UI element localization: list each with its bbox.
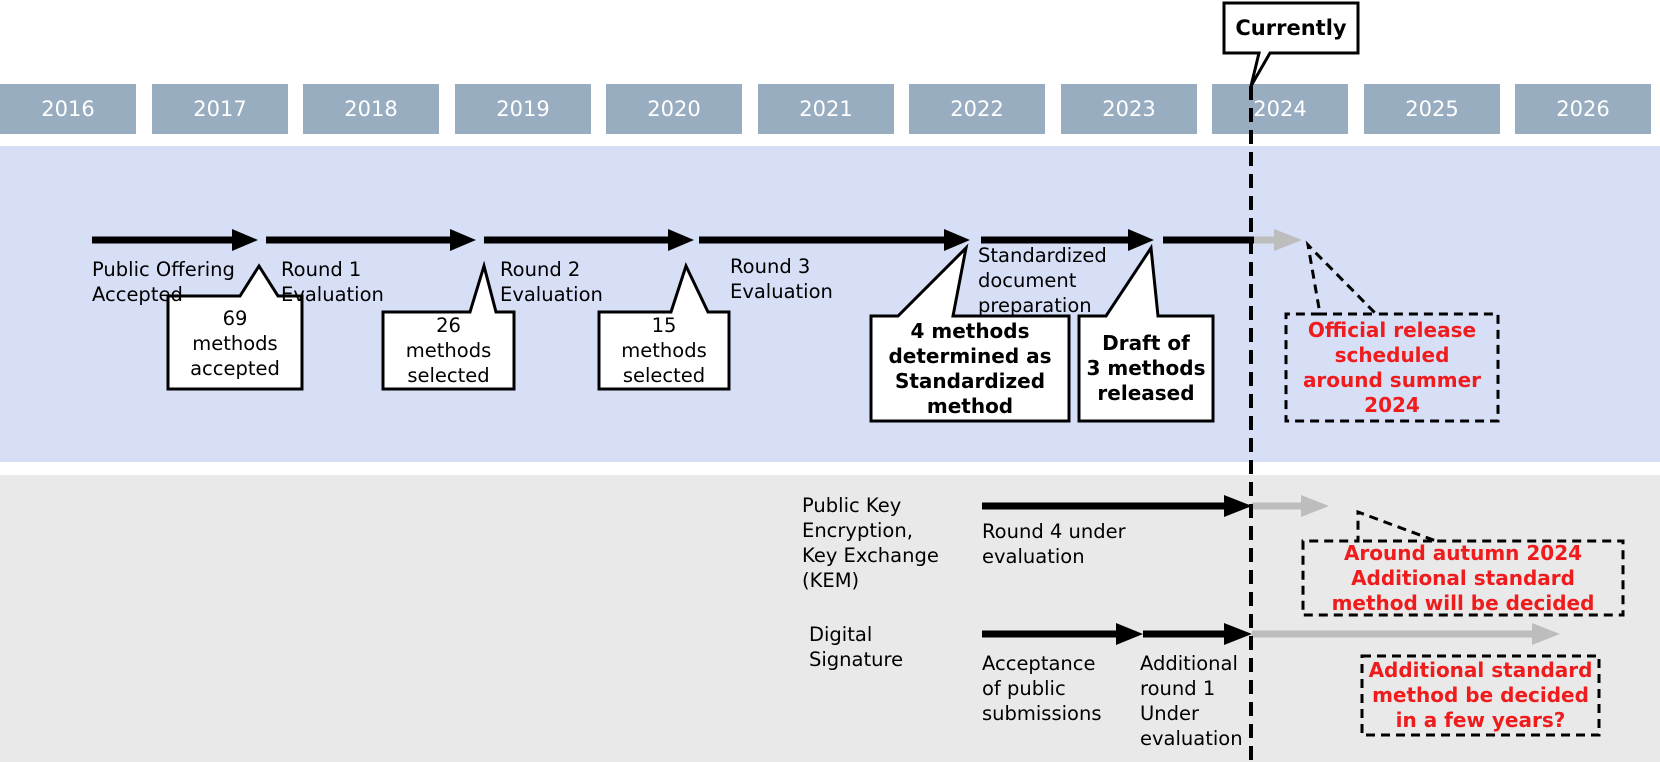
category-kem: Public Key Encryption, Key Exchange (KEM… bbox=[802, 494, 939, 592]
phase-round2: Round 2 Evaluation bbox=[500, 258, 603, 306]
year-2017: 2017 bbox=[152, 84, 288, 134]
phase-additional-round1: Additional round 1 Under evaluation bbox=[1140, 652, 1243, 750]
callout-draft-text: Draft of 3 methods released bbox=[1086, 331, 1206, 405]
callout-autumn-shape bbox=[1301, 509, 1625, 617]
callout-draft-shape bbox=[1077, 243, 1215, 423]
year-2025: 2025 bbox=[1364, 84, 1500, 134]
signature-arrows bbox=[982, 623, 1252, 645]
callout-26-shape bbox=[381, 260, 516, 391]
callout-15-shape bbox=[597, 261, 731, 391]
callout-few-years-text: Additional standard method be decided in… bbox=[1368, 658, 1593, 732]
callout-4methods-shape bbox=[869, 243, 1071, 423]
callout-4methods-text: 4 methods determined as Standardized met… bbox=[888, 318, 1052, 418]
currently-label: Currently bbox=[1235, 16, 1347, 40]
year-2021: 2021 bbox=[758, 84, 894, 134]
year-2020: 2020 bbox=[606, 84, 742, 134]
upper-phase-arrows bbox=[92, 229, 1254, 251]
phase-acceptance: Acceptance of public submissions bbox=[982, 652, 1102, 725]
kem-future-arrow bbox=[1252, 495, 1329, 517]
callout-few-years-shape bbox=[1360, 654, 1601, 737]
category-signature: Digital Signature bbox=[809, 623, 904, 671]
phase-public-offering: Public Offering Accepted bbox=[92, 258, 235, 306]
callout-26-text: 26 methods selected bbox=[405, 314, 492, 387]
year-2026: 2026 bbox=[1515, 84, 1651, 134]
callout-69-shape bbox=[166, 263, 304, 391]
upper-future-arrow bbox=[1254, 229, 1302, 251]
callout-15-text: 15 methods selected bbox=[621, 314, 707, 387]
callout-summer-shape bbox=[1284, 240, 1500, 423]
phase-round3: Round 3 Evaluation bbox=[730, 255, 833, 303]
phase-round4: Round 4 under evaluation bbox=[982, 520, 1126, 568]
year-2022: 2022 bbox=[909, 84, 1045, 134]
signature-future-arrow bbox=[1252, 623, 1560, 645]
kem-arrow bbox=[982, 495, 1252, 517]
callout-summer-text: Official release scheduled around summer… bbox=[1302, 317, 1482, 417]
year-2019: 2019 bbox=[455, 84, 591, 134]
year-2018: 2018 bbox=[303, 84, 439, 134]
phase-round1: Round 1 Evaluation bbox=[281, 258, 384, 306]
year-2016: 2016 bbox=[0, 84, 136, 134]
callout-69-text: 69 methods accepted bbox=[190, 306, 280, 380]
year-2023: 2023 bbox=[1061, 84, 1197, 134]
phase-standardized-doc: Standardized document preparation bbox=[978, 244, 1107, 317]
callout-autumn-text: Around autumn 2024 Additional standard m… bbox=[1331, 540, 1595, 615]
year-2024: 2024 bbox=[1212, 84, 1348, 134]
current-tag-shape bbox=[1222, 1, 1360, 87]
